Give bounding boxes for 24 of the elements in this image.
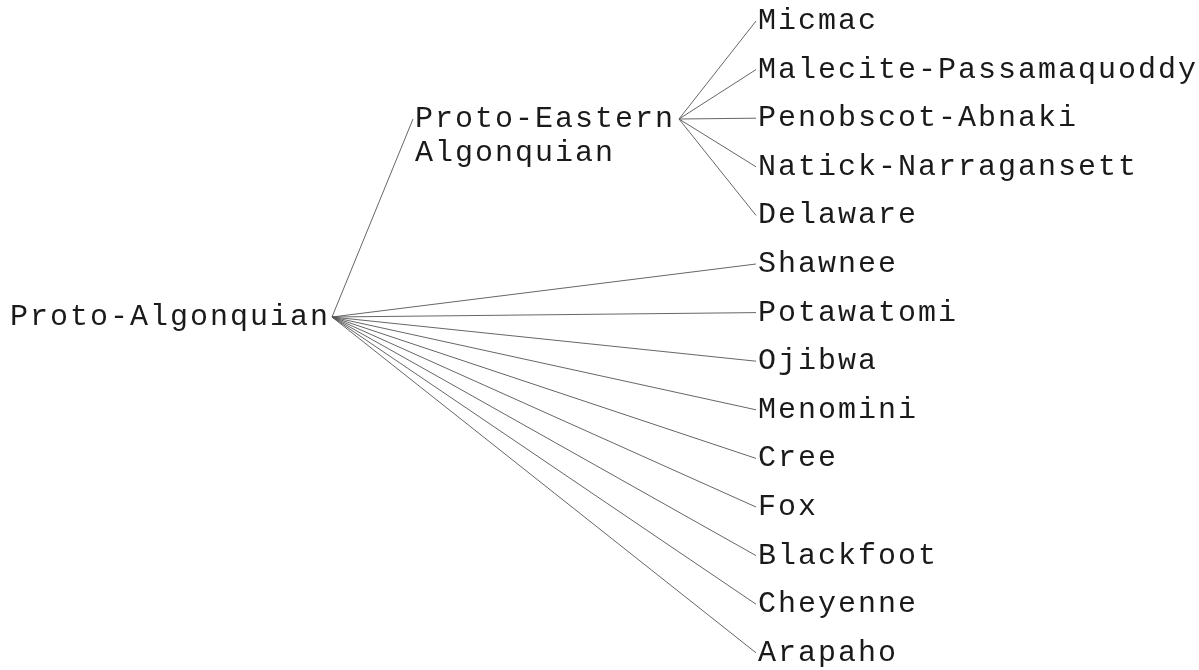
language-label: Penobscot-Abnaki <box>758 101 1079 136</box>
language-label: Potawatomi <box>758 295 959 330</box>
branch-line <box>678 118 757 168</box>
language-label: Cheyenne <box>758 587 919 622</box>
branch-line <box>331 316 757 362</box>
language-label: Menomini <box>758 392 919 427</box>
branch-line <box>678 117 757 120</box>
branch-line <box>678 118 757 216</box>
language-label: Malecite-Passamaquoddy <box>758 52 1199 87</box>
language-label: Micmac <box>758 4 879 38</box>
branch-line <box>331 118 414 318</box>
language-label: Delaware <box>758 198 919 233</box>
proto-language-label: Proto-Algonquian <box>10 300 330 334</box>
language-label: Shawnee <box>758 247 899 281</box>
branch-line <box>678 69 757 120</box>
branch-line <box>678 20 757 120</box>
language-label: Arapaho <box>758 635 899 670</box>
language-label: Fox <box>758 490 818 524</box>
language-label: Natick-Narragansett <box>758 149 1139 184</box>
branch-line <box>331 312 757 318</box>
proto-language-label: Proto-Eastern Algonquian <box>415 102 677 170</box>
language-label: Ojibwa <box>758 344 879 379</box>
language-label: Cree <box>758 441 838 476</box>
language-label: Blackfoot <box>758 538 939 573</box>
